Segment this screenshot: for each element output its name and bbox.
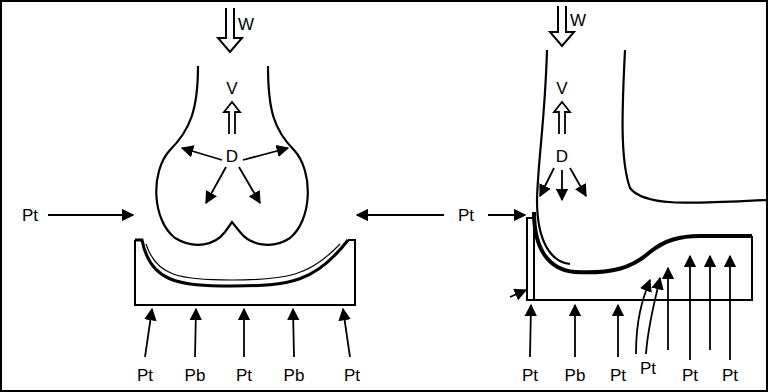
force-label: D <box>226 148 238 165</box>
force-label: Pb <box>185 367 206 384</box>
deformation-arrows <box>540 168 586 200</box>
pressure-arrow <box>709 256 711 350</box>
deformation-arrow <box>239 167 260 203</box>
force-label: Pt <box>236 367 252 384</box>
pressure-arrow <box>510 290 526 297</box>
pressure-arrow <box>343 309 350 357</box>
pressure-arrow <box>646 278 660 354</box>
force-label: Pt <box>522 367 538 384</box>
deformation-arrow <box>570 168 586 196</box>
deformation-arrow <box>540 168 554 196</box>
force-label: Pt <box>682 367 698 384</box>
force-label: V <box>226 80 237 97</box>
force-label: Pb <box>284 367 305 384</box>
pressure-arrows <box>48 215 525 357</box>
pressure-arrow <box>488 214 525 216</box>
force-label: D <box>556 148 568 165</box>
force-label: Pt <box>458 207 474 224</box>
leg-outline <box>537 50 570 264</box>
shoe-insole <box>534 212 752 272</box>
force-label: W <box>238 16 254 33</box>
pressure-arrow <box>617 305 619 357</box>
foot-outline <box>623 50 768 203</box>
force-label: Pb <box>565 367 586 384</box>
pressure-arrow <box>530 305 531 357</box>
velocity-arrow <box>224 102 240 134</box>
force-label: Pt <box>22 207 38 224</box>
force-label: V <box>556 80 567 97</box>
pressure-arrow <box>667 268 669 350</box>
shoe-heel-wall <box>527 218 534 300</box>
pressure-arrow <box>48 214 133 216</box>
pressure-arrow <box>357 214 444 216</box>
force-label: Pt <box>344 367 360 384</box>
pressure-arrow <box>293 309 294 357</box>
socket-outline <box>135 240 355 305</box>
force-label: W <box>570 12 586 29</box>
deformation-arrow <box>561 170 563 200</box>
pressure-arrow <box>195 309 196 357</box>
force-label: Pt <box>610 367 626 384</box>
pressure-arrows <box>510 256 730 360</box>
socket-liner <box>146 244 340 280</box>
pressure-arrow <box>729 256 731 360</box>
pressure-arrow <box>145 309 152 357</box>
deformation-arrows <box>182 148 288 203</box>
force-label: Pt <box>722 367 738 384</box>
velocity-arrow <box>554 102 570 134</box>
femur-outline <box>156 66 308 245</box>
force-label: Pt <box>137 367 153 384</box>
deformation-arrow <box>182 148 222 160</box>
pressure-arrow <box>574 305 576 357</box>
force-label: Pt <box>640 360 656 377</box>
deformation-arrow <box>206 167 226 203</box>
pressure-arrow <box>689 256 691 360</box>
socket-cup <box>135 240 348 286</box>
pressure-arrow <box>243 309 245 357</box>
deformation-arrow <box>243 148 288 160</box>
